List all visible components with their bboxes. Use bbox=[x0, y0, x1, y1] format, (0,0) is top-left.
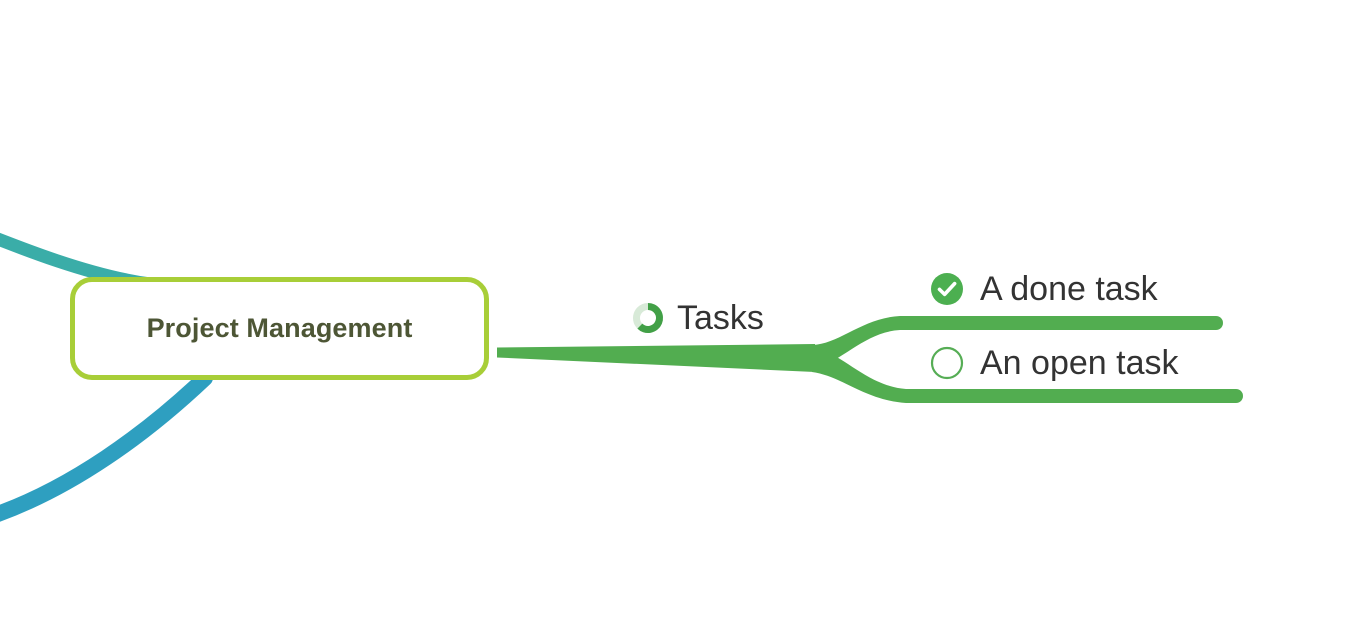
green-branch-to-open-task-line bbox=[812, 347, 1236, 403]
teal-branch-lower-left-line bbox=[0, 370, 213, 522]
task-item-done[interactable]: A done task bbox=[930, 272, 1158, 306]
task-label-done: A done task bbox=[980, 270, 1158, 308]
task-item-open[interactable]: An open task bbox=[930, 346, 1178, 380]
teal-branch-upper-left-line bbox=[0, 232, 157, 291]
central-node[interactable]: Project Management bbox=[70, 277, 489, 380]
green-branch-trunk-line bbox=[497, 344, 815, 372]
green-branch-done-endcap bbox=[1209, 316, 1223, 330]
circle-outline-icon[interactable] bbox=[930, 346, 964, 380]
central-node-label: Project Management bbox=[146, 313, 413, 343]
task-label-open: An open task bbox=[980, 344, 1179, 382]
branch-tasks-label: Tasks bbox=[677, 299, 764, 337]
green-branch-to-done-task-line bbox=[812, 316, 1216, 371]
progress-ring-icon bbox=[633, 303, 663, 333]
check-circle-filled-icon[interactable] bbox=[930, 272, 964, 306]
green-branch-open-endcap bbox=[1229, 389, 1243, 403]
branch-tasks[interactable]: Tasks bbox=[632, 301, 764, 335]
